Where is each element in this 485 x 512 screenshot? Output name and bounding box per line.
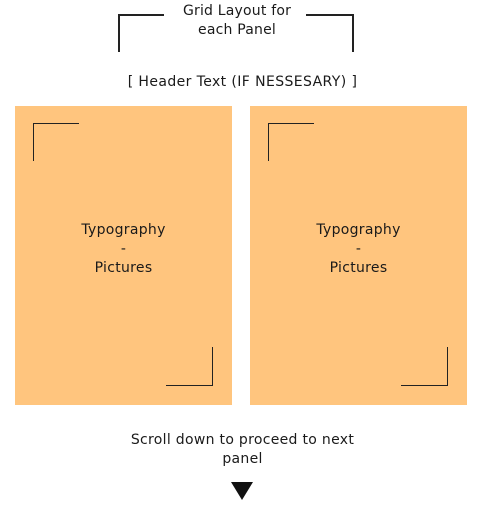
header-text: [ Header Text (IF NESSESARY) ] xyxy=(127,74,358,90)
down-triangle-icon[interactable] xyxy=(231,482,253,500)
title-frame-right-horizontal xyxy=(306,14,353,16)
title-frame-left-horizontal xyxy=(118,14,164,16)
scroll-instruction: Scroll down to proceed to next panel xyxy=(110,431,375,469)
corner-mark-top-left xyxy=(268,123,314,161)
title-line-2: each Panel xyxy=(198,22,276,38)
panel-content-line-3: Pictures xyxy=(94,260,153,276)
corner-mark-bottom-right xyxy=(401,347,448,386)
page-title: Grid Layout for each Panel xyxy=(168,2,306,40)
corner-mark-top-left xyxy=(33,123,79,161)
title-frame-left-vertical xyxy=(118,14,120,52)
title-line-1: Grid Layout for xyxy=(182,3,292,19)
panel-content: Typography - Pictures xyxy=(250,221,467,278)
corner-mark-bottom-right xyxy=(166,347,213,386)
title-frame-right-vertical xyxy=(352,14,354,52)
panel-content: Typography - Pictures xyxy=(15,221,232,278)
panel-left: Typography - Pictures xyxy=(15,106,232,405)
panel-content-line-1: Typography xyxy=(316,222,401,238)
panel-content-line-3: Pictures xyxy=(329,260,388,276)
panel-content-line-2: - xyxy=(120,241,127,257)
scroll-instruction-line-2: panel xyxy=(222,451,263,467)
panel-content-line-1: Typography xyxy=(81,222,166,238)
panel-right: Typography - Pictures xyxy=(250,106,467,405)
panel-content-line-2: - xyxy=(355,241,362,257)
scroll-instruction-line-1: Scroll down to proceed to next xyxy=(130,432,355,448)
